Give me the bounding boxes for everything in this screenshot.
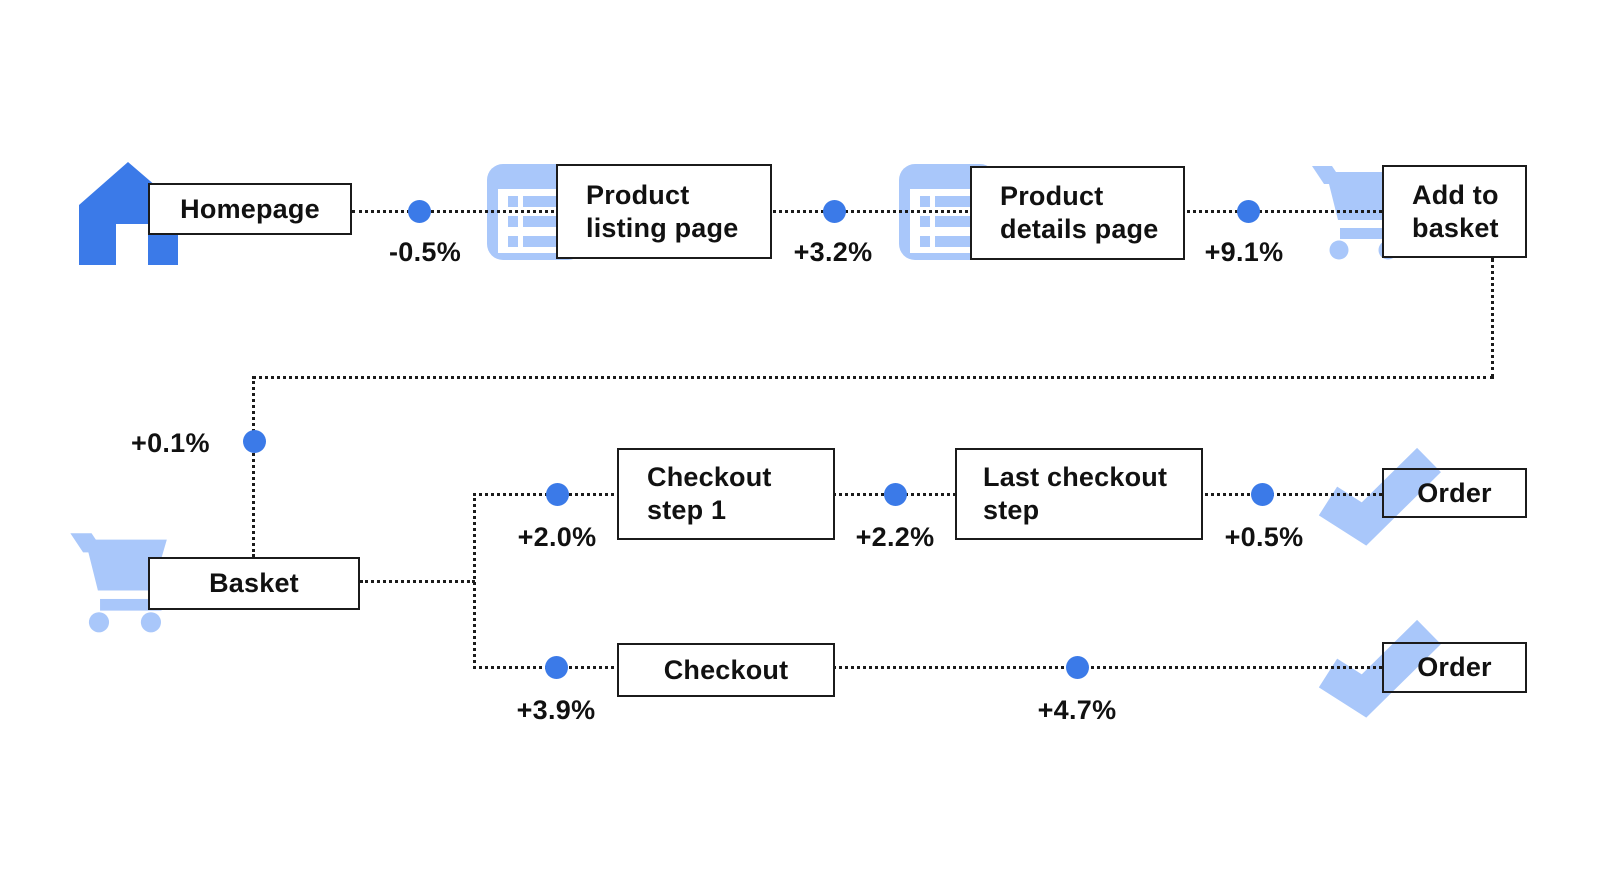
- node-label: Order: [1417, 477, 1492, 508]
- delta-basket-to-checkout: +3.9%: [516, 695, 596, 725]
- connector-return-left: [252, 376, 1494, 379]
- node-label-line2: listing page: [586, 212, 739, 243]
- node-product-details-page: Product details page: [970, 166, 1185, 260]
- flow-dot: [545, 656, 568, 679]
- node-label-line2: step 1: [647, 495, 727, 525]
- flow-dot: [243, 430, 266, 453]
- connector-top-row: [352, 210, 1382, 213]
- connector-down-to-basket: [252, 376, 255, 557]
- connector-checkout-branch-top: [473, 493, 1382, 496]
- connector-add-to-basket-down: [1491, 258, 1494, 378]
- connector-basket-right: [360, 580, 475, 583]
- node-label-line1: Last checkout: [983, 462, 1168, 492]
- node-label-line1: Checkout: [647, 462, 772, 492]
- checkmark-icon: [1317, 444, 1441, 549]
- delta-checkout-to-order: +4.7%: [1037, 695, 1117, 725]
- connector-checkout-branch-bottom: [473, 666, 1382, 669]
- shopping-cart-icon: [64, 530, 170, 634]
- delta-add-to-basket-to-basket: +0.1%: [131, 428, 210, 458]
- node-label-line2: details page: [1000, 214, 1159, 244]
- node-checkout: Checkout: [617, 643, 835, 697]
- node-last-checkout-step: Last checkout step: [955, 448, 1203, 540]
- node-checkout-step-1: Checkout step 1: [617, 448, 835, 540]
- node-label-line1: Product: [1000, 181, 1104, 211]
- delta-checkout-step-1-to-last-checkout: +2.2%: [855, 522, 935, 552]
- delta-listing-to-details: +3.2%: [793, 237, 873, 267]
- node-label: Homepage: [180, 193, 320, 224]
- delta-last-checkout-to-order: +0.5%: [1224, 522, 1304, 552]
- flow-dot: [408, 200, 431, 223]
- flow-dot: [884, 483, 907, 506]
- node-label-line2: basket: [1412, 212, 1499, 243]
- node-label: Checkout: [663, 654, 789, 685]
- node-basket: Basket: [148, 557, 360, 610]
- checkmark-icon: [1317, 616, 1441, 721]
- node-label-line1: Add to: [1412, 179, 1499, 210]
- node-label-line2: step: [983, 495, 1040, 525]
- connector-branch-vertical: [473, 493, 476, 669]
- delta-homepage-to-listing: -0.5%: [388, 237, 462, 267]
- flow-dot: [823, 200, 846, 223]
- delta-details-to-add-to-basket: +9.1%: [1204, 237, 1284, 267]
- node-label: Order: [1417, 652, 1492, 682]
- node-order-bottom: Order: [1382, 642, 1527, 693]
- node-homepage: Homepage: [148, 183, 352, 235]
- node-label: Basket: [209, 568, 299, 598]
- node-order-top: Order: [1382, 468, 1527, 518]
- node-product-listing-page: Product listing page: [556, 164, 772, 259]
- node-add-to-basket: Add to basket: [1382, 165, 1527, 258]
- flow-dot: [546, 483, 569, 506]
- flow-dot: [1066, 656, 1089, 679]
- delta-basket-to-checkout-step-1: +2.0%: [517, 522, 597, 552]
- node-label-line1: Product: [586, 179, 690, 210]
- flow-dot: [1251, 483, 1274, 506]
- flow-dot: [1237, 200, 1260, 223]
